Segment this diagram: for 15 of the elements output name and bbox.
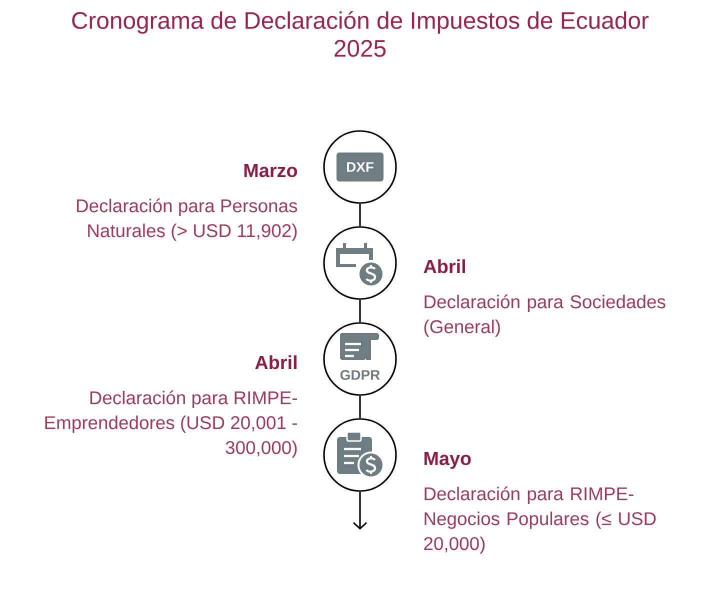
description-text: Declaración para Personas Naturales (> USD 11,902) (77, 198, 298, 241)
description-text: Declaración para RIMPE-Emprendedores (USD 20,001 - 300,000) (45, 390, 297, 458)
connector-line (359, 204, 361, 226)
format-tag: DXF (336, 152, 384, 182)
description-text: Declaración para RIMPE-Negocios Populares (≤ USD 20,000) (424, 486, 656, 554)
connector-line (359, 300, 361, 322)
title: Cronograma de Declaración de Impuestos de Ecuador 2025 (72, 11, 649, 57)
description-text: Declaración para Sociedades (General) (424, 294, 666, 337)
month-heading: Abril (255, 355, 296, 370)
month-heading: Marzo (244, 164, 298, 178)
month-heading: Abril (424, 259, 465, 274)
month-heading: Mayo (424, 452, 471, 469)
icon-caption: GDPR (340, 370, 380, 380)
arrow (352, 492, 368, 530)
connector-line (359, 396, 361, 418)
